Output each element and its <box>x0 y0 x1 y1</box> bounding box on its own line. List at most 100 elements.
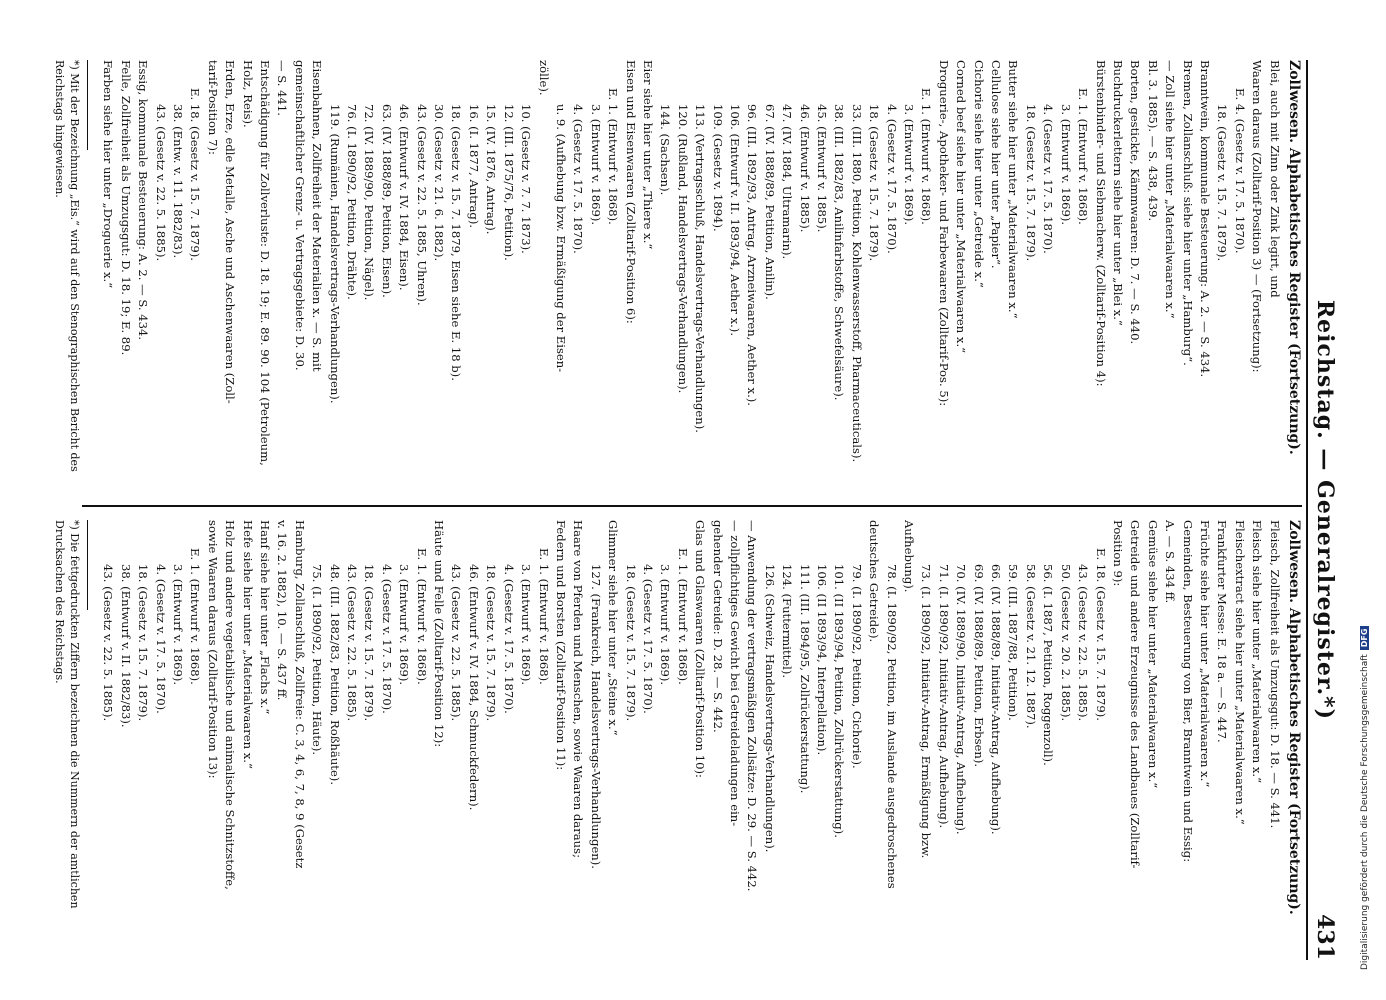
register-line: 43. (Gesetz v. 22. 5. 1885). <box>1076 564 1091 722</box>
register-line: A. — S. 434 ff. <box>1163 520 1178 604</box>
register-line: 66. (IV. 1888/89, Initiativ-Antrag, Aufh… <box>989 564 1004 835</box>
register-line: Position 9): <box>1110 520 1125 587</box>
register-line: E. 4. (Gesetz v. 17. 5. 1870). <box>1232 88 1247 254</box>
register-line: 3. (Entwurf v. 1869). <box>519 564 534 686</box>
register-line: Getreide und andere Erzeugnisse des Land… <box>1128 520 1143 869</box>
register-line: Eisen und Eisenwaaren (Zolltarif-Positio… <box>623 60 638 324</box>
register-line: 33. (III. 1880, Petition, Kohlenwasserst… <box>849 104 864 463</box>
register-line: Häute und Felle (Zolltarif-Position 12): <box>432 520 447 748</box>
register-line: tarif-Position 7): <box>205 60 220 155</box>
register-line: Bremen, Zollanschluß: siehe hier unter „… <box>1180 60 1195 366</box>
register-line: Aufhebung). <box>902 520 917 593</box>
register-line: 75. (I. 1890/92, Petition, Häute). <box>310 564 325 756</box>
register-line: 4. (Gesetz v. 17. 5. 1870). <box>501 564 516 714</box>
footnote-left: *) Mit der Bezeichnung „Eis.“ wird auf d… <box>53 60 81 472</box>
register-line: Haare von Pferden und Menschen, sowie Wa… <box>571 520 586 858</box>
register-line: gehender Getreide: D. 28. — S. 442. <box>710 520 725 733</box>
register-line: 56. (I. 1887, Petition, Roggenzoll). <box>1041 564 1056 766</box>
register-line: E. 18. (Gesetz v. 15. 7. 1879). <box>188 88 203 261</box>
register-line: E. 1. (Entwurf v. 1868). <box>675 548 690 685</box>
register-line: Farben siehe hier unter „Droguerie x.“ <box>102 60 116 289</box>
register-line: 46. (Entwurf v. IV. 1884, Eisen). <box>397 104 412 291</box>
register-line: 3. (Entwurf v. 1869). <box>171 564 185 686</box>
register-line: Glas und Glaswaaren (Zolltarif-Position … <box>693 520 708 778</box>
register-line: 18. (Gesetz v. 15. 7. 1879). <box>136 564 151 722</box>
register-line: Essig, kommunale Besteuerung: A. 2. — S.… <box>136 60 151 341</box>
register-line: 120. (Rußland, Handelsvertrags-Verhandlu… <box>675 104 690 394</box>
register-line: E. 1. (Entwurf v. 1868). <box>1076 88 1091 225</box>
column-divider <box>82 505 1302 507</box>
register-line: 69. (IV. 1888/89, Petition, Erbsen). <box>971 564 986 768</box>
register-line: 16. (I. 1877, Antrag). <box>466 104 481 229</box>
register-line: 4. (Gesetz v. 17. 5. 1870). <box>640 564 655 714</box>
register-line: 144. (Sachsen). <box>658 104 673 196</box>
register-line: 45. (Entwurf v. 1885). <box>815 104 830 233</box>
register-line: 18. (Gesetz v. 15. 7. 1879). <box>867 104 882 262</box>
register-line: zölle). <box>536 60 551 96</box>
register-line: gemeinschaftlicher Grenz- u. Vertragsgeb… <box>292 60 307 371</box>
register-line: E. 1. (Entwurf v. 1868). <box>536 548 551 685</box>
register-line: Holz, Reis). <box>240 60 255 128</box>
register-line: Federn und Borsten (Zolltarif-Position 1… <box>553 520 568 771</box>
register-line: 4. (Gesetz v. 17. 5. 1870). <box>1041 104 1056 254</box>
register-line: 124. (Futtermittel). <box>780 564 795 679</box>
register-line: v. 16. 2. 1882), 10. — S. 437 ff. <box>275 520 290 701</box>
register-line: 4. (Gesetz v. 17. 5. 1870). <box>884 104 899 254</box>
register-line: u. 9. (Aufhebung bzw. Ermäßigung der Eis… <box>553 104 568 373</box>
register-line: Hamburg, Zollanschluß, Zollfreie: C. 3, … <box>292 520 307 869</box>
register-line: Bl. 3. 1885). — S. 438, 439. <box>1145 60 1160 222</box>
register-line: 76. (I. 1890/92, Petition, Drähte). <box>345 104 360 300</box>
register-line: 78. (I. 1890/92, Petition, im Auslande a… <box>884 564 899 889</box>
register-line: 3. (Entwurf v. 1869). <box>658 564 673 686</box>
register-line: Cellulose siehe hier unter „Papier“. <box>989 60 1004 269</box>
register-line: Frankfurter Messe: E. 18 a. — S. 447. <box>1215 520 1230 743</box>
register-line: Cichorie siehe hier unter „Getreide x.“ <box>971 60 986 288</box>
page-header: Reichstag. — Generalregister.*) 431 <box>1306 60 1342 960</box>
dfg-logo-badge: DFG <box>1360 625 1369 651</box>
register-line: 50. (Gesetz v. 20. 2. 1885). <box>1058 564 1073 722</box>
register-line: 18. (Gesetz v. 15. 7. 1879). <box>623 564 638 722</box>
digitization-notice: Digitalisierung gefördert durch die Deut… <box>1360 625 1370 970</box>
register-line: — S. 441. <box>275 60 290 116</box>
register-line: Felle, Zollfreiheit als Umzugsgut: D. 18… <box>118 60 133 356</box>
register-line: 111. (III. 1894/95, Zollrückerstattung). <box>797 564 812 794</box>
register-line: Gemeinden, Besteuerung von Bier, Branntw… <box>1180 520 1195 863</box>
register-line: 18. (Gesetz v. 15. 7. 1879). <box>1023 104 1038 262</box>
register-line: 79. (I. 1890/92, Petition, Cichorie). <box>849 564 864 769</box>
register-line: 3. (Entwurf v. 1869). <box>588 104 603 226</box>
register-line: 43. (Gesetz v. 22. 5. 1885). <box>345 564 360 722</box>
register-line: 3. (Entwurf v. 1869). <box>1058 104 1073 226</box>
register-line: Fleisch siehe hier unter „Materialwaaren… <box>1250 520 1265 784</box>
register-line: E. 1. (Entwurf v. 1868). <box>188 548 203 685</box>
register-line: Erden, Erze, edle Metalle, Asche und Asc… <box>223 60 238 404</box>
register-line: 70. (IV. 1889/90, Initiativ-Antrag, Aufh… <box>954 564 969 835</box>
register-line: 30. (Gesetz v. 21. 6. 1882). <box>432 104 447 262</box>
register-line: 46. (Entwurf v. 1885). <box>797 104 812 233</box>
column-title: Zollwesen. Alphabetisches Register (Fort… <box>1286 520 1302 915</box>
footnote-rule <box>87 520 88 610</box>
register-line: Holz und andere vegetabilische und anima… <box>223 520 238 890</box>
register-line: Eier siehe hier unter „Thiere x.“ <box>640 60 655 250</box>
register-line: 46. (Entwurf v. IV. 1884, Schmuckfedern)… <box>466 564 481 811</box>
page-number: 431 <box>1312 914 1338 960</box>
register-line: 101. (II 1893/94, Petition, Zollrückerst… <box>832 564 847 838</box>
register-line: 96. (III. 1892/93, Antrag, Arzneiwaaren,… <box>745 104 760 406</box>
register-line: Hanf siehe hier unter „Flachs x.“ <box>258 520 273 715</box>
register-line: 15. (IV. 1876, Antrag). <box>484 104 499 235</box>
register-line: Droguerie-, Apotheker- und Farbewaaren (… <box>936 60 951 407</box>
register-line: 43. (Gesetz v. 22. 5. 1885). <box>153 104 168 262</box>
register-line: 71. (I. 1890/92, Initiativ-Antrag, Aufhe… <box>936 564 951 829</box>
register-line: E. 1. (Entwurf v. 1868). <box>414 548 429 685</box>
register-line: Eisenbahnen, Zollfreiheit der Materialie… <box>310 60 325 372</box>
register-line: 126. (Schweiz, Handelsvertrags-Verhandlu… <box>762 564 777 853</box>
register-line: 67. (IV. 1888/89, Petition, Anilin). <box>762 104 777 300</box>
register-line: 4. (Gesetz v. 17. 5. 1870). <box>153 564 168 714</box>
register-line: Glimmer siehe hier unter „Steine x.“ <box>606 520 621 736</box>
register-line: Bürstenbinder- und Siebmacherw. (Zolltar… <box>1093 60 1108 387</box>
register-line: Blei, auch mit Zinn oder Zink legirt, un… <box>1267 60 1282 298</box>
register-line: E. 18. (Gesetz v. 15. 7. 1879). <box>1093 548 1108 721</box>
register-line: sowie Waaren daraus (Zolltarif-Position … <box>205 520 220 779</box>
register-line: Branntwein, kommunale Besteuerung: A. 2.… <box>1197 60 1212 378</box>
footnote-rule <box>87 60 88 150</box>
register-line: 72. (IV. 1889/90, Petition, Nägel). <box>362 104 377 301</box>
